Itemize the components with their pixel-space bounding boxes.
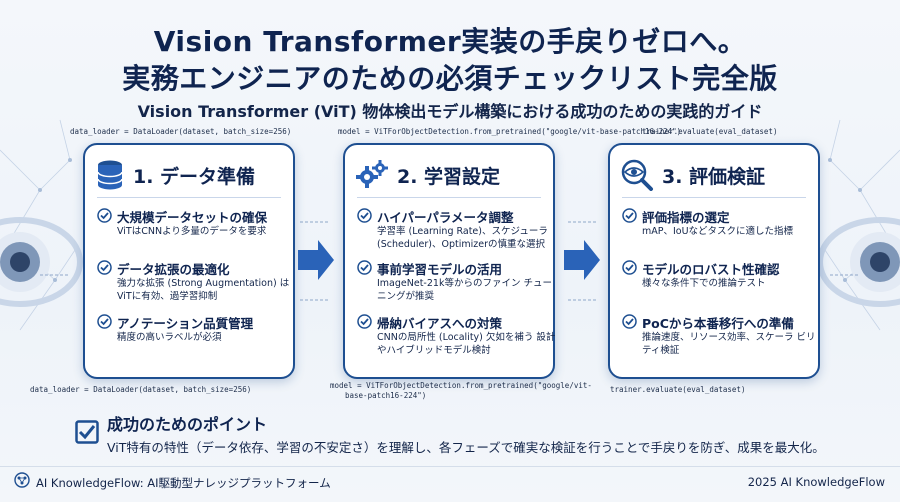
divider [357,197,541,198]
footer-divider [0,466,900,467]
code-snippet-bottom-left: data_loader = DataLoader(dataset, batch_… [30,385,252,394]
item-description: ViTはCNNより多量のデータを要求 [117,226,267,237]
item-heading: データ拡張の最適化 [117,262,230,277]
check-circle-icon [97,208,112,223]
card-title: 1. データ準備 [133,165,256,188]
item-description: 推論速度、リソース効率、スケーラ ビリティ検証 [642,332,816,356]
item-heading: 帰納バイアスへの対策 [377,316,503,331]
right-eye-decoration [817,217,900,307]
eye-magnifier-icon [621,159,653,191]
code-snippet-bottom-middle-line2: base-patch16-224") [345,391,427,400]
item-heading: 評価指標の選定 [642,210,730,225]
code-snippet-top-middle: model = ViTForObjectDetection.from_pretr… [338,127,682,136]
check-circle-icon [97,314,112,329]
check-circle-icon [622,314,637,329]
tips-title: 成功のためのポイント [107,415,268,434]
check-circle-icon [97,260,112,275]
page-title-line1: Vision Transformer実装の手戻りゼロへ。 [153,25,747,58]
gears-icon [356,160,388,188]
item-heading: 大規模データセットの確保 [117,210,268,225]
tips-text: ViT特有の特性（データ依存、学習の不安定さ）を理解し、各フェーズで確実な検証を… [107,440,825,455]
page-subtitle: Vision Transformer (ViT) 物体検出モデル構築における成功… [137,102,763,121]
card-title: 3. 評価検証 [662,165,766,188]
item-description: ImageNet-21k等からのファイン チューニングが推奨 [377,278,552,302]
check-circle-icon [622,208,637,223]
item-description: 学習率 (Learning Rate)、スケジューラ (Scheduler)、O… [377,226,548,250]
divider [97,197,281,198]
item-description: 精度の高いラベルが必須 [117,332,222,343]
database-icon [97,160,123,190]
card-training-settings: 2. 学習設定 ハイパーパラメータ調整 学習率 (Learning Rate)、… [343,143,555,379]
item-heading: アノテーション品質管理 [117,316,254,331]
code-snippet-top-left: data_loader = DataLoader(dataset, batch_… [70,127,292,136]
page-title-line2: 実務エンジニアのための必須チェックリスト完全版 [122,62,778,95]
footer-copyright: 2025 AI KnowledgeFlow [747,475,885,489]
checkbox-checked-icon [75,420,99,444]
card-data-preparation: 1. データ準備 大規模データセットの確保 ViTはCNNより多量のデータを要求… [83,143,295,379]
flow-arrow-icon [564,240,600,280]
footer-brand: AI KnowledgeFlow: AI駆動型ナレッジプラットフォーム [36,476,331,490]
code-snippet-bottom-middle-line1: model = ViTForObjectDetection.from_pretr… [330,381,592,390]
flow-arrow-icon [298,240,334,280]
check-circle-icon [357,314,372,329]
code-snippet-top-right: trainer.evaluate(eval_dataset) [642,127,778,136]
check-circle-icon [622,260,637,275]
left-eye-decoration [0,217,83,307]
card-title: 2. 学習設定 [397,165,501,188]
item-heading: 事前学習モデルの活用 [377,262,503,277]
check-circle-icon [357,208,372,223]
item-description: 様々な条件下での推論テスト [642,278,766,289]
check-circle-icon [357,260,372,275]
item-description: 強力な拡張 (Strong Augmentation) はViTに有効、過学習抑… [117,278,290,302]
ai-knowledgeflow-logo-icon [14,472,30,488]
item-description: CNNの局所性 (Locality) 欠如を補う 設計やハイブリッドモデル検討 [377,332,556,356]
card-evaluation: 3. 評価検証 評価指標の選定 mAP、IoUなどタスクに適した指標 モデルのロ… [608,143,820,379]
item-heading: モデルのロバスト性確認 [642,262,780,277]
item-heading: PoCから本番移行への準備 [642,316,794,331]
item-description: mAP、IoUなどタスクに適した指標 [642,226,794,237]
divider [622,197,806,198]
item-heading: ハイパーパラメータ調整 [377,210,514,225]
code-snippet-bottom-right: trainer.evaluate(eval_dataset) [610,385,746,394]
